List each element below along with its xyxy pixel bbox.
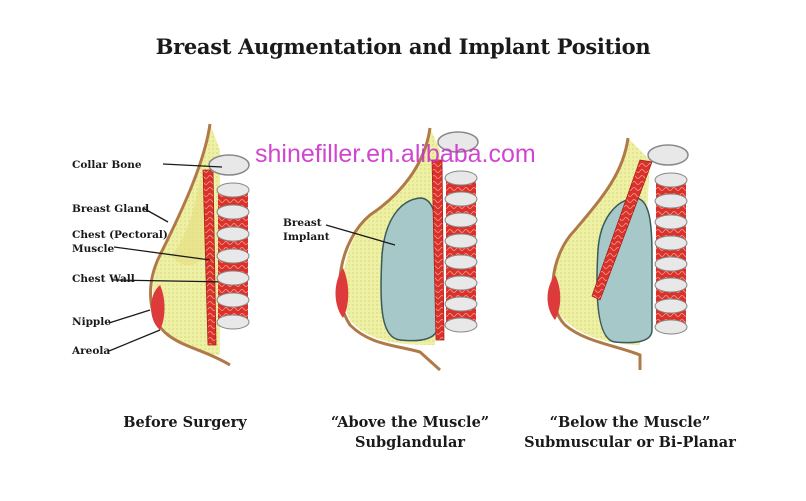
- rib: [654, 319, 688, 335]
- figure-before-surgery: [149, 123, 250, 367]
- caption-above-line1: “Above the Muscle”: [330, 414, 490, 431]
- label-nipple: Nipple: [72, 316, 111, 328]
- skin-contour-2: [338, 127, 442, 372]
- breast-implant-3: [596, 197, 653, 344]
- label-implant-line2: Implant: [283, 231, 330, 243]
- rib: [654, 214, 688, 230]
- page-title: Breast Augmentation and Implant Position: [155, 34, 651, 59]
- collar-bone-2: [437, 131, 479, 153]
- rib: [444, 233, 478, 249]
- rib: [444, 212, 478, 228]
- rib: [444, 170, 478, 186]
- rib: [216, 292, 250, 308]
- collar-bone-3: [647, 144, 689, 166]
- rib: [444, 275, 478, 291]
- rib: [444, 317, 478, 333]
- watermark: shinefiller.en.alibaba.com: [255, 140, 536, 168]
- nipple-2: [335, 268, 349, 318]
- rib: [216, 314, 250, 330]
- label-areola: Areola: [72, 345, 111, 357]
- rib-column-3: [654, 172, 688, 335]
- pectoral-muscle-1: [202, 169, 217, 346]
- caption-before-surgery: Before Surgery: [105, 413, 265, 433]
- rib-column-1: [216, 182, 250, 330]
- caption-below-muscle: “Below the Muscle” Submuscular or Bi-Pla…: [510, 413, 750, 453]
- rib: [654, 172, 688, 188]
- caption-before-line1: Before Surgery: [123, 414, 247, 431]
- rib: [654, 193, 688, 209]
- breast-gland-1: [172, 178, 208, 266]
- caption-above-line2: Subglandular: [355, 434, 465, 451]
- rib: [216, 182, 250, 198]
- rib: [654, 256, 688, 272]
- rib: [654, 277, 688, 293]
- rib: [444, 296, 478, 312]
- caption-below-line2: Submuscular or Bi-Planar: [524, 434, 736, 451]
- rib: [654, 298, 688, 314]
- pectoral-muscle-2: [431, 159, 445, 341]
- leader-lines: [108, 163, 396, 352]
- label-breast-gland: Breast Gland: [72, 203, 150, 215]
- caption-above-muscle: “Above the Muscle” Subglandular: [300, 413, 520, 453]
- skin-contour: [149, 123, 231, 367]
- pectoral-muscle-3: [591, 159, 653, 301]
- rib: [216, 248, 250, 264]
- label-chest-muscle-line1: Chest (Pectoral): [72, 229, 168, 241]
- label-chest-wall: Chest Wall: [72, 273, 135, 285]
- label-chest-muscle-line2: Muscle: [72, 243, 115, 255]
- rib: [216, 270, 250, 286]
- nipple-1: [151, 285, 165, 330]
- collar-bone-1: [208, 154, 250, 176]
- caption-below-line1: “Below the Muscle”: [549, 414, 711, 431]
- label-implant-line1: Breast: [283, 217, 322, 229]
- rib: [216, 204, 250, 220]
- figure-below-muscle: [547, 137, 689, 370]
- rib: [444, 254, 478, 270]
- rib: [216, 226, 250, 242]
- rib: [654, 235, 688, 251]
- rib: [444, 191, 478, 207]
- label-collar-bone: Collar Bone: [72, 159, 142, 171]
- figure-above-muscle: [335, 127, 479, 372]
- rib-column-2: [444, 170, 478, 333]
- nipple-3: [547, 275, 561, 320]
